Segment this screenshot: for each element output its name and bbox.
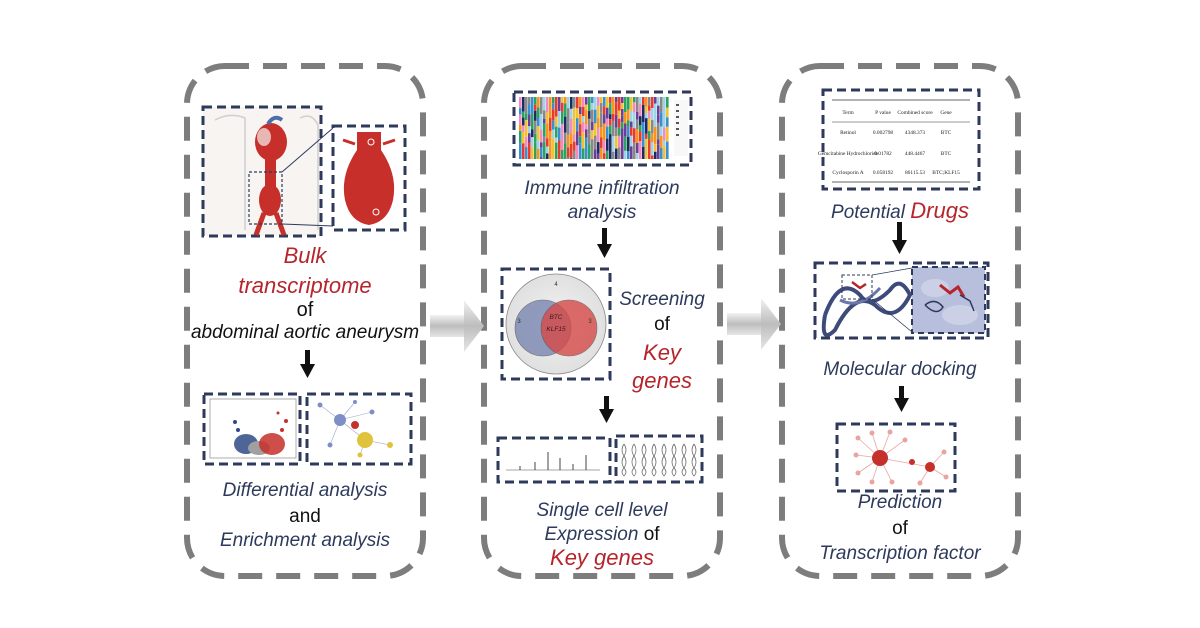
transcription-factor-label: Transcription factor [819,543,981,564]
transcriptome-label: transcriptome [238,273,372,298]
anatomy-illustration [201,105,334,238]
of-label-1: of [296,299,314,321]
down-arrow-panel-1 [300,350,315,378]
drug-table-cell: 86115.53 [905,170,925,176]
potential-drugs-label: Potential Drugs [800,198,1000,224]
drug-table-cell: Retinol [840,130,856,136]
of-label-3: of [892,518,908,539]
aneurysm-zoom-illustration [331,124,407,232]
panel-1-outline [184,63,426,579]
venn-left-count: 3 [517,319,521,325]
panel-3-outline [779,63,1021,579]
drug-table-cell: Cyclosporin A [832,170,863,176]
key-label: Key [643,340,681,365]
venn-top-count: 4 [554,282,558,288]
venn-right-count: 3 [588,319,592,325]
drug-table-cell: 0.058192 [873,170,894,176]
molecular-docking-image [813,261,990,340]
genes-label: genes [632,368,692,393]
drug-table-header: P value [875,110,891,116]
screening-label: Screening [619,289,705,310]
down-arrow-panel-3-bottom [894,386,909,412]
expression-of-label: Expression of [505,524,699,546]
aaa-label: abdominal aortic aneurysm [190,322,420,343]
drug-table-cell: 0.01782 [874,151,892,157]
of-label-2: of [654,314,670,335]
immune-infiltration-label: Immune infiltration [524,178,680,199]
drug-table-cell: BTC [941,151,952,157]
flow-arrow-1 [430,300,484,352]
drug-table-cell: BTC;KLF15 [932,170,960,176]
immune-analysis-label: analysis [567,202,637,223]
enrichment-network-thumbnail [305,392,413,466]
down-arrow-panel-2-top [597,228,612,258]
drug-table-cell: BTC [941,130,952,136]
and-label: and [289,506,321,527]
flow-arrow-2 [727,298,781,350]
panel-2-outline [481,63,723,579]
prediction-label: Prediction [857,492,943,513]
venn-center-gene-2: KLF15 [546,326,566,333]
drug-table-cell: Gemcitabine Hydrochloride [818,151,879,157]
single-cell-expression-plots [496,434,704,484]
drug-table-cell: 0.002798 [873,130,894,136]
drug-table-cell: 4348.373 [905,130,926,136]
molecular-docking-label: Molecular docking [823,359,977,380]
drug-table-header: Combined score [897,110,933,116]
expression-word: Expression [544,524,639,545]
potential-word: Potential [831,202,911,223]
enrichment-analysis-label: Enrichment analysis [219,530,391,551]
volcano-plot-thumbnail [202,392,302,466]
drug-table-header: Gene [940,110,952,116]
tf-network-thumbnail [835,422,957,493]
single-cell-level-label: Single cell level [536,500,668,521]
drug-table-cell: 448.4467 [905,151,926,157]
bulk-label: Bulk [283,243,327,268]
differential-analysis-label: Differential analysis [222,480,388,501]
down-arrow-panel-2-bottom [599,396,614,423]
drugs-word: Drugs [910,198,969,223]
key-genes-label: Key genes [550,545,654,570]
down-arrow-panel-3-top [892,222,907,254]
venn-center-gene-1: BTC [549,314,563,321]
immune-infiltration-barplot [512,90,693,167]
venn-diagram [500,267,612,381]
expression-of-word: of [638,524,660,545]
drug-table-header: Term [842,110,854,116]
